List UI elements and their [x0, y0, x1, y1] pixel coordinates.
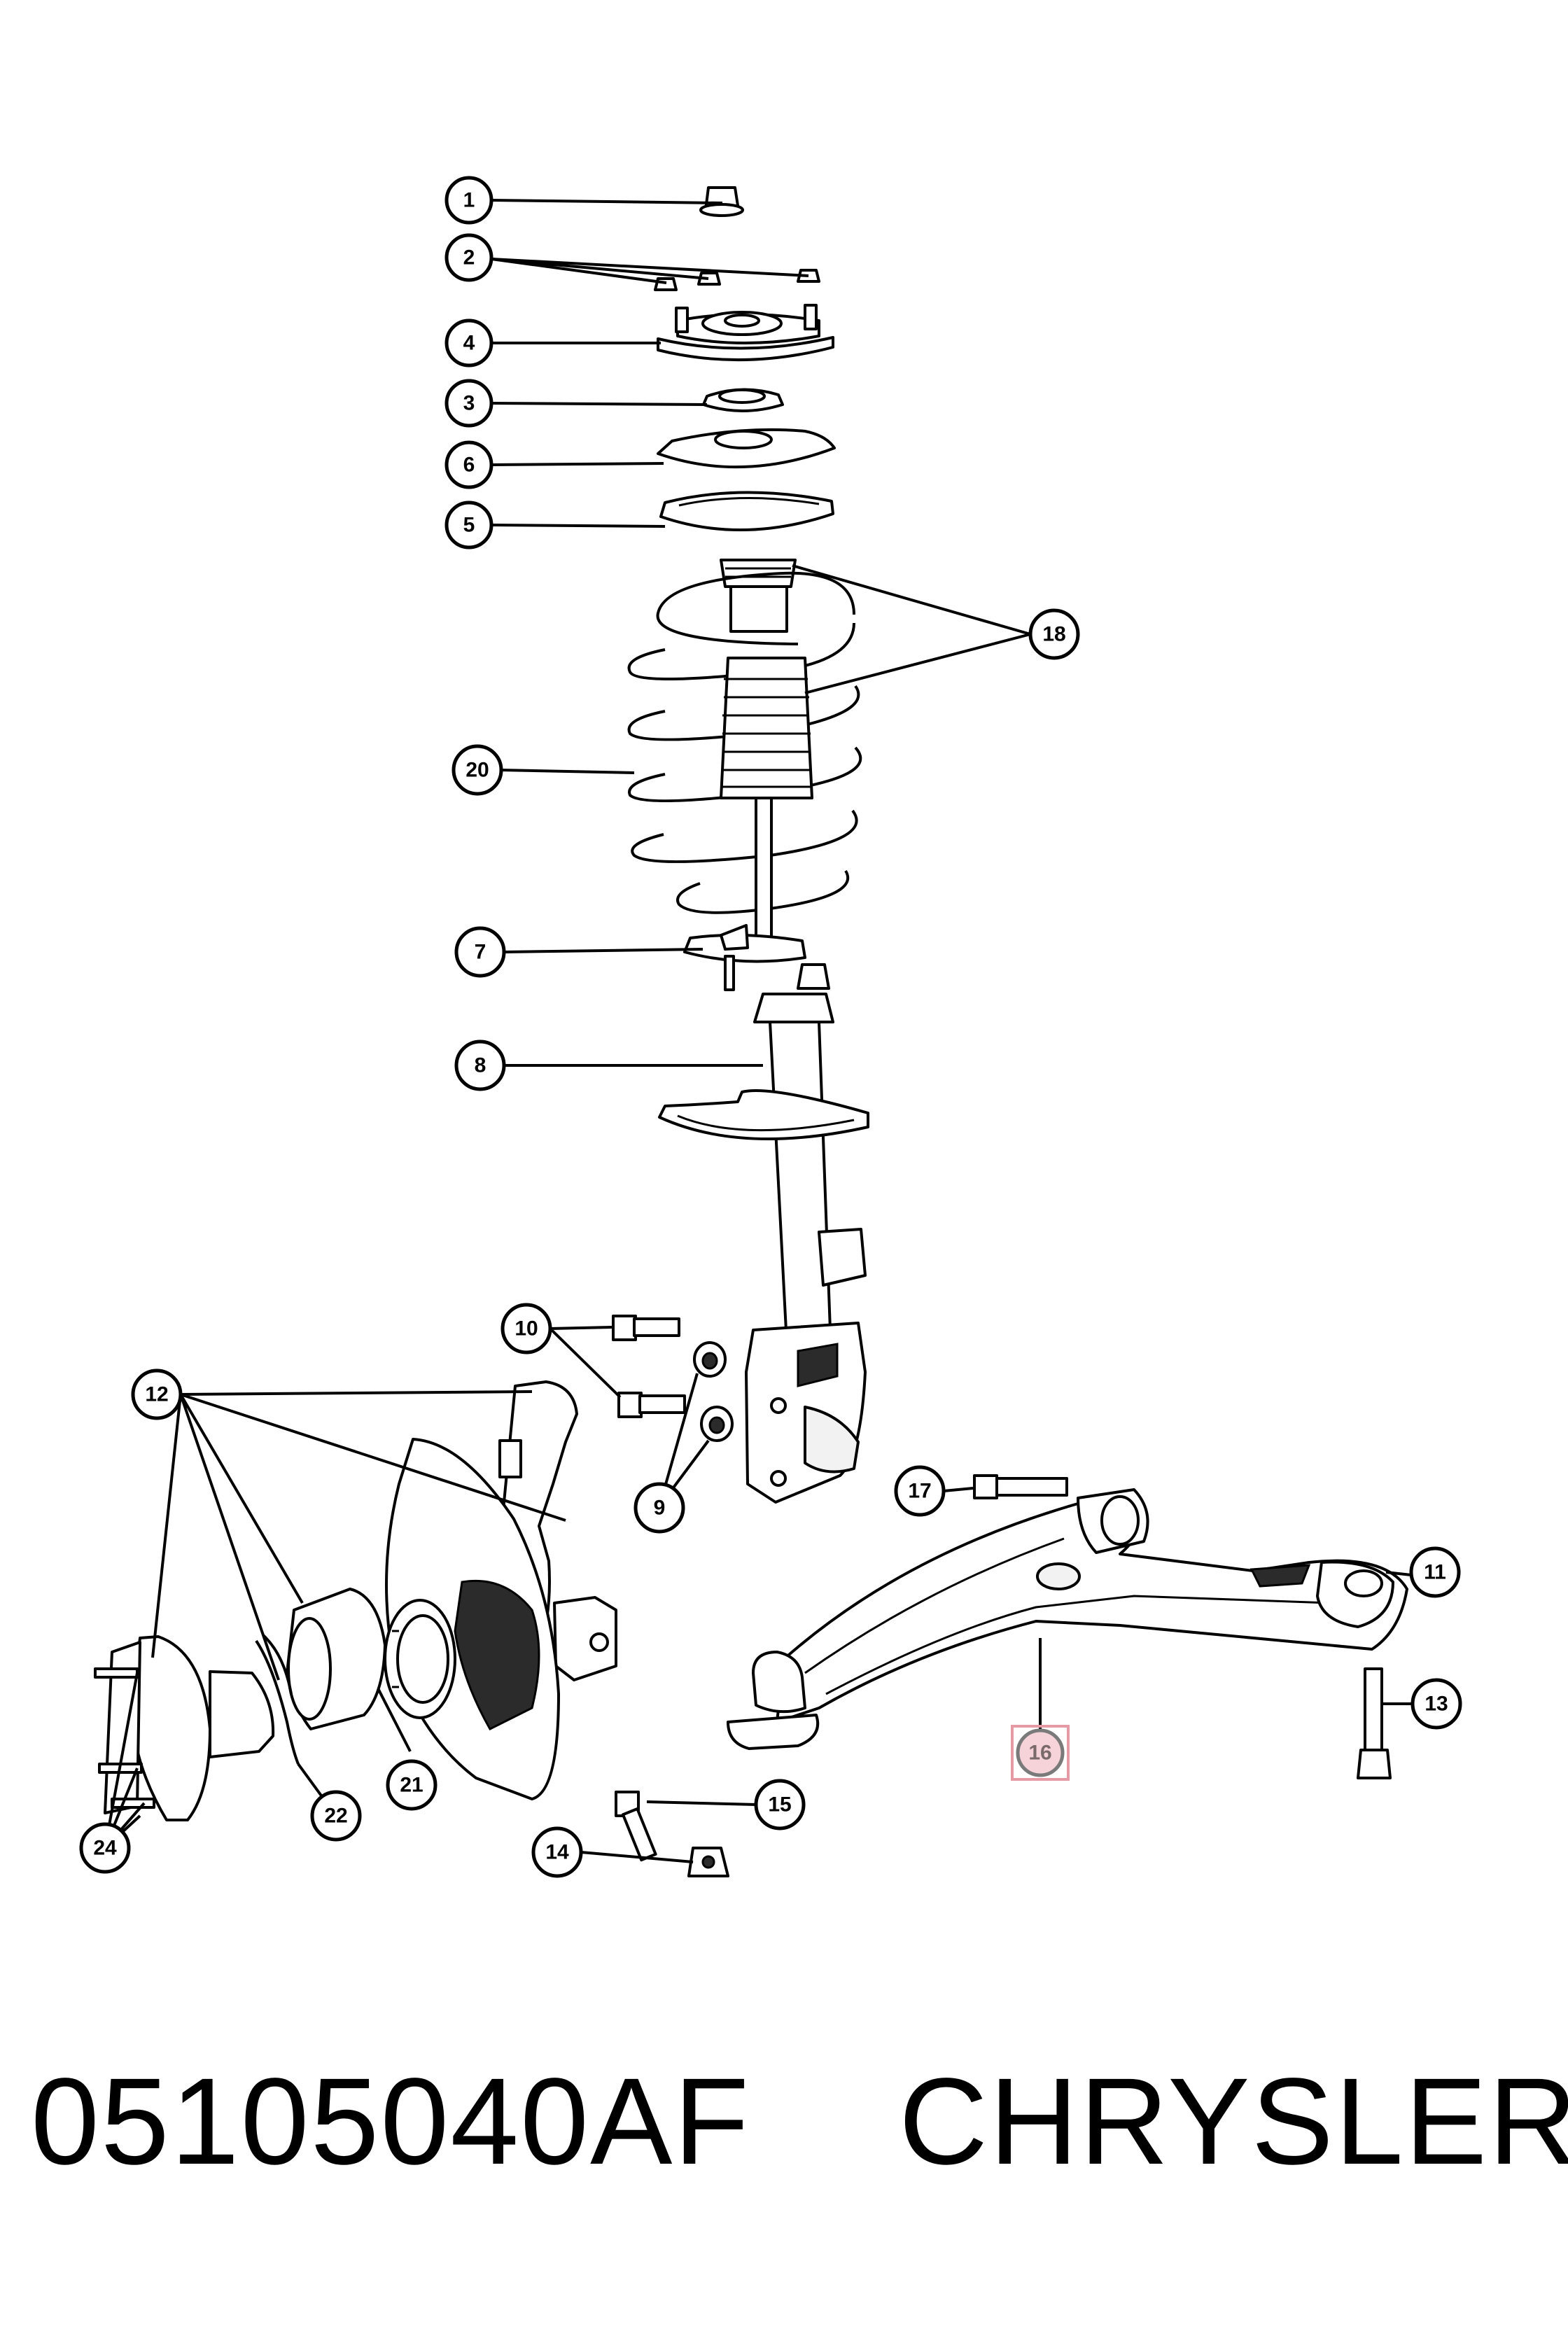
svg-text:12: 12: [145, 1383, 168, 1406]
highlight-box: [1011, 1725, 1070, 1781]
callout-1[interactable]: 1: [444, 176, 493, 225]
svg-text:14: 14: [545, 1841, 569, 1864]
strut-bolts: [612, 1315, 686, 1418]
ball-joint-nut: [687, 1847, 729, 1877]
dust-boot: [720, 657, 813, 939]
coil-spring: [627, 571, 862, 914]
lower-isolator: [683, 924, 806, 991]
brand-name: CHRYSLER: [899, 2053, 1568, 2190]
strut-mount-nut: [699, 186, 744, 217]
svg-text:24: 24: [93, 1837, 117, 1860]
callout-22[interactable]: 22: [310, 1790, 362, 1842]
callout-4[interactable]: 4: [444, 318, 493, 368]
svg-text:16: 16: [1028, 1742, 1051, 1765]
callout-21[interactable]: 21: [386, 1759, 438, 1811]
svg-text:1: 1: [463, 189, 475, 212]
upper-spring-seat: [657, 428, 836, 469]
hub-bearing: [286, 1588, 456, 1730]
strut-nuts: [693, 1341, 734, 1442]
callout-10[interactable]: 10: [500, 1303, 552, 1354]
strut-nut: [797, 963, 830, 990]
callout-16[interactable]: 16: [1016, 1728, 1065, 1777]
callout-18[interactable]: 18: [1028, 608, 1080, 660]
svg-text:8: 8: [475, 1054, 486, 1077]
svg-text:22: 22: [324, 1805, 347, 1828]
svg-text:11: 11: [1424, 1561, 1446, 1584]
callout-9[interactable]: 9: [634, 1482, 685, 1534]
callout-2[interactable]: 2: [444, 233, 493, 282]
hub-flange: [94, 1635, 275, 1821]
jounce-bumper: [720, 559, 797, 633]
callout-24[interactable]: 24: [79, 1822, 131, 1874]
strut-assembly: [658, 993, 869, 1504]
svg-text:21: 21: [400, 1774, 423, 1797]
vertical-bolt: [1357, 1667, 1392, 1779]
ball-joint-bolt: [615, 1791, 657, 1862]
svg-text:7: 7: [475, 941, 486, 964]
arm-bolt-17: [973, 1474, 1068, 1499]
callout-17[interactable]: 17: [894, 1465, 946, 1517]
footer: 05105040AF CHRYSLER: [31, 2051, 1568, 2205]
part-number: 05105040AF: [31, 2053, 750, 2190]
svg-text:6: 6: [463, 454, 475, 477]
svg-text:18: 18: [1042, 623, 1065, 646]
callout-7[interactable]: 7: [454, 926, 506, 978]
svg-text:9: 9: [654, 1497, 666, 1520]
callout-8[interactable]: 8: [454, 1040, 506, 1091]
upper-isolator: [659, 491, 834, 531]
callout-6[interactable]: 6: [444, 440, 493, 489]
svg-text:15: 15: [768, 1793, 791, 1816]
snap-ring: [255, 1634, 300, 1765]
callout-13[interactable]: 13: [1410, 1678, 1462, 1730]
callout-5[interactable]: 5: [444, 500, 493, 550]
callout-14[interactable]: 14: [531, 1826, 583, 1878]
callout-3[interactable]: 3: [444, 379, 493, 428]
svg-text:3: 3: [463, 392, 475, 415]
svg-text:10: 10: [514, 1317, 538, 1340]
upper-strut-mount: [657, 304, 834, 361]
svg-text:2: 2: [463, 246, 475, 270]
callout-20[interactable]: 20: [451, 744, 503, 796]
svg-text:13: 13: [1424, 1693, 1448, 1716]
callout-15[interactable]: 15: [754, 1779, 806, 1830]
svg-text:5: 5: [463, 514, 475, 537]
bearing: [702, 388, 784, 412]
svg-text:4: 4: [463, 332, 475, 355]
callout-12[interactable]: 12: [131, 1368, 183, 1420]
lower-control-arm: [727, 1488, 1408, 1750]
svg-text:20: 20: [465, 759, 489, 782]
callout-11[interactable]: 11: [1409, 1546, 1461, 1598]
svg-text:17: 17: [908, 1480, 931, 1503]
